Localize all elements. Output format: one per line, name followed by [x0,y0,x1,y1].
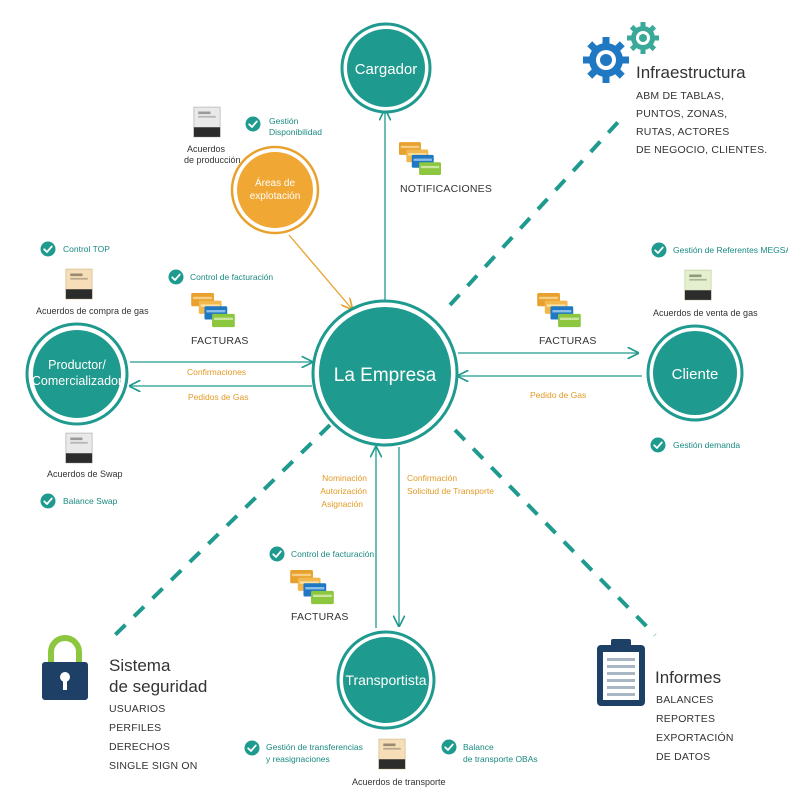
productor-facturas: FACTURAS [191,335,249,347]
arrow-areas-to-empresa [288,234,352,309]
lock-icon [42,635,88,700]
node-areas-explotacion[interactable]: Áreas de explotación [230,145,320,235]
areas-doc-label-1: Acuerdos [187,144,226,154]
productor-balance-swap: Balance Swap [63,496,118,506]
productor-acuerdos-compra: Acuerdos de compra de gas [36,306,149,316]
node-la-empresa-label: La Empresa [334,365,437,386]
informes-line-1: BALANCES [656,694,714,706]
productor-confirmaciones: Confirmaciones [187,367,246,377]
infraestructura-line-3: RUTAS, ACTORES [636,126,729,138]
node-cliente[interactable]: Cliente [646,324,744,422]
node-cliente-label: Cliente [672,366,719,383]
seguridad-title-2: de seguridad [109,677,207,696]
node-productor[interactable]: Productor/ Comercializador [25,322,129,426]
informes-line-3: EXPORTACIÓN [656,731,734,744]
node-transportista-label: Transportista [345,672,426,688]
productor-pedidos: Pedidos de Gas [188,392,248,402]
productor-control-facturacion: Control de facturación [190,272,273,282]
areas-gestion-2: Disponibilidad [269,127,322,137]
check-circle-icon [650,437,666,453]
productor-acuerdos-swap: Acuerdos de Swap [47,469,123,479]
node-areas-label-2: explotación [250,191,301,202]
transportista-acuerdos-transporte: Acuerdos de transporte [352,777,446,787]
flow-arrows [130,110,642,628]
node-productor-label-2: Comercializador [32,374,122,388]
document-icon [684,269,712,301]
informes-line-4: DE DATOS [656,751,710,763]
seguridad-line-2: PERFILES [109,722,161,734]
cliente-gestion-referentes: Gestión de Referentes MEGSA [673,245,788,255]
invoice-cards-icon [290,570,334,605]
transportista-nominacion: Nominación [322,473,367,483]
check-circle-icon [441,739,457,755]
check-circle-icon [651,242,667,258]
check-circle-icon [269,546,285,562]
transportista-autorizacion: Autorización [320,486,367,496]
infraestructura-line-4: DE NEGOCIO, CLIENTES. [636,144,767,156]
productor-control-top: Control TOP [63,244,110,254]
document-icon [65,432,93,464]
transportista-control-facturacion: Control de facturación [291,549,374,559]
infraestructura-title: Infraestructura [636,63,746,82]
node-cargador-label: Cargador [355,61,418,78]
document-icon [65,268,93,300]
informes-line-2: REPORTES [656,713,715,725]
cliente-pedido: Pedido de Gas [530,390,586,400]
transportista-asignacion: Asignación [321,499,363,509]
dashed-line-seguridad [113,423,332,637]
invoice-cards-icon [537,293,581,328]
check-circle-icon [40,241,56,257]
seguridad-line-4: SINGLE SIGN ON [109,760,198,772]
node-la-empresa[interactable]: La Empresa [311,299,459,447]
infraestructura-line-1: ABM DE TABLAS, [636,90,724,102]
transportista-balance-2: de transporte OBAs [463,754,538,764]
seguridad-line-1: USUARIOS [109,703,165,715]
transportista-facturas: FACTURAS [291,611,349,623]
transportista-solicitud: Solicitud de Transporte [407,486,494,496]
areas-doc-label-2: de producción [184,155,241,165]
transportista-balance-1: Balance [463,742,494,752]
dashed-line-informes [453,428,657,637]
check-circle-icon [244,740,260,756]
node-areas-label-1: Áreas de [255,176,295,189]
node-transportista[interactable]: Transportista [336,630,436,730]
gears-icon [583,22,659,83]
cliente-acuerdos-venta: Acuerdos de venta de gas [653,308,758,318]
clipboard-icon [597,639,645,706]
node-productor-label-1: Productor/ [48,358,106,372]
transportista-transferencias-2: y reasignaciones [266,754,330,764]
check-circle-icon [168,269,184,285]
invoice-cards-icon [399,142,441,176]
informes-title: Informes [655,668,721,687]
document-icon [193,106,221,138]
node-cargador[interactable]: Cargador [340,22,432,114]
transportista-confirmacion: Confirmación [407,473,457,483]
transportista-transferencias-1: Gestión de transferencias [266,742,363,752]
cargador-notificaciones: NOTIFICACIONES [400,183,492,195]
dashed-line-infraestructura [448,118,622,307]
invoice-cards-icon [191,293,235,328]
check-circle-icon [40,493,56,509]
seguridad-title-1: Sistema [109,656,171,675]
cliente-facturas: FACTURAS [539,335,597,347]
seguridad-line-3: DERECHOS [109,741,170,753]
check-circle-icon [245,116,261,132]
dashed-connectors [113,118,657,637]
cliente-gestion-demanda: Gestión demanda [673,440,740,450]
document-icon [378,738,406,770]
infraestructura-line-2: PUNTOS, ZONAS, [636,108,727,120]
areas-gestion-1: Gestión [269,116,299,126]
